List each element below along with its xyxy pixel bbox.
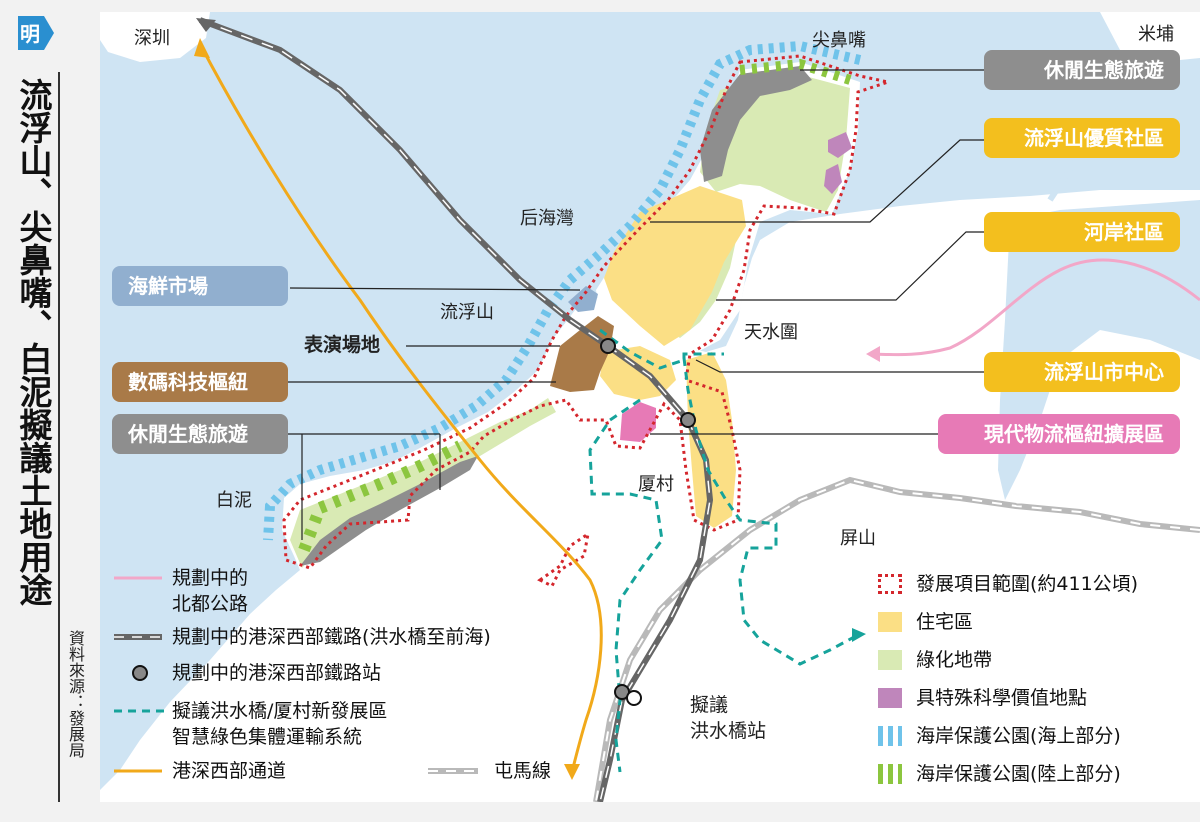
mai-po-land: [1100, 12, 1200, 62]
station-hung-shui-kiu-b[interactable]: [626, 690, 642, 706]
ssi-site-1: [828, 132, 852, 158]
legend-western-corridor: 港深西部通道: [172, 760, 287, 782]
legend-sz-rail-station: 規劃中的港深西部鐵路站: [172, 662, 382, 684]
legend-residential-swatch: [878, 612, 902, 632]
leader-seafood-market: [289, 287, 581, 291]
ssi-site-2: [824, 164, 842, 194]
place-hung-shui-kiu-station-line1: 擬議: [690, 694, 729, 716]
legend-northern-metro-road-line2: 北都公路: [172, 593, 249, 615]
northern-metro-arrow: [866, 346, 880, 362]
legend-boundary-swatch: [878, 574, 902, 594]
shenzhen-land: [100, 12, 210, 62]
ming-pao-logo-icon: 明: [14, 12, 56, 54]
logo-glyph: 明: [20, 22, 40, 46]
coastal-park-land-band-south: [298, 440, 463, 553]
tag-seafood-market: 海鮮市場: [112, 266, 288, 306]
legend-green-transport-line1: 擬議洪水橋/厦村新發展區: [172, 700, 388, 722]
tag-riverside-community: 河岸社區: [984, 212, 1180, 252]
eco-tourism-south-zone: [300, 456, 478, 566]
place-ping-shan: 屏山: [840, 528, 876, 549]
legend-residential: 住宅區: [916, 611, 974, 633]
tag-quality-community: 流浮山優質社區: [984, 118, 1180, 158]
green-transport-branch: [588, 398, 664, 773]
seafood-market-zone: [568, 286, 598, 312]
legend-left-symbols: [114, 576, 478, 774]
leader-lines: [286, 69, 990, 540]
legend-northern-metro-road-line1: 規劃中的: [172, 567, 249, 589]
residential-quality-community: [604, 186, 746, 346]
tag-eco-tourism-south: 休閒生態旅遊: [112, 414, 288, 454]
page-title: 流浮山、尖鼻嘴、白泥擬議土地用途: [14, 78, 53, 606]
leader-eco-south: [286, 433, 441, 540]
coastal-park-sea-band: [263, 40, 862, 541]
place-performance-venue: 表演場地: [304, 334, 381, 356]
place-hung-shui-kiu-station-line2: 洪水橋站: [690, 720, 767, 742]
place-tsim-bei-tsui: 尖鼻嘴: [812, 30, 866, 51]
logistics-hub-zone: [620, 402, 656, 442]
legend-tuen-ma-line-label: 屯馬線: [494, 760, 552, 782]
title-divider: [58, 72, 60, 802]
legend-coastal-park-land: 海岸保護公園(陸上部分): [916, 763, 1121, 785]
shenzhen-bay-corridor-arrow-top: [194, 38, 210, 58]
digital-hub-zone: [550, 316, 614, 392]
eco-tourism-north-zone: [700, 66, 812, 182]
station-ha-tsuen[interactable]: [680, 412, 696, 428]
residential-riverside: [686, 352, 736, 528]
tag-digital-hub: 數碼科技樞紐: [112, 362, 288, 402]
tuen-ma-line-inner: [595, 478, 1200, 802]
legend-ssi: 具特殊科學價值地點: [916, 687, 1088, 709]
legend-station-dot: [132, 665, 148, 681]
place-hau-hoi-wan: 后海灣: [520, 208, 574, 229]
tag-town-centre: 流浮山市中心: [984, 352, 1180, 392]
shenzhen-bay-corridor-arrow-bottom: [564, 764, 580, 780]
place-tin-shui-wai: 天水圍: [744, 322, 798, 343]
legend-green-transport-line2: 智慧綠色集體運輸系統: [172, 726, 363, 748]
place-mai-po: 米埔: [1138, 24, 1174, 45]
deep-bay-sea: [100, 12, 1200, 790]
legend-coastal-sea-swatch: [878, 726, 902, 746]
project-boundary-south: [537, 530, 591, 589]
green-transport-system: [599, 328, 857, 666]
green-transport-arrow: [852, 628, 866, 642]
place-ha-tsuen: 厦村: [638, 474, 674, 495]
place-lau-fau-shan: 流浮山: [440, 302, 494, 323]
legend-ssi-swatch: [878, 688, 902, 708]
legend-green-swatch: [878, 650, 902, 670]
coastal-park-land-band: [739, 58, 852, 85]
leader-riverside: [716, 231, 990, 301]
place-pak-nai: 白泥: [216, 490, 252, 511]
hk-sz-western-rail-inner: [199, 19, 711, 802]
hk-sz-western-rail-arrow: [196, 18, 216, 32]
legend-project-boundary: 發展項目範圍(約411公頃): [916, 573, 1139, 595]
source-note: 資料來源：發展局: [66, 630, 85, 758]
leader-quality-community: [650, 139, 990, 223]
tag-eco-tourism-north: 休閒生態旅遊: [984, 50, 1180, 90]
place-shenzhen: 深圳: [134, 28, 170, 49]
leader-town-centre: [695, 359, 984, 373]
legend-sz-rail: 規劃中的港深西部鐵路(洪水橋至前海): [172, 626, 491, 648]
station-lau-fau-shan[interactable]: [600, 338, 616, 354]
legend-coastal-land-swatch: [878, 764, 902, 784]
northern-metro-road: [869, 258, 1200, 357]
tag-logistics-hub: 現代物流樞紐擴展區: [938, 414, 1180, 454]
legend-green-belt: 綠化地帶: [916, 649, 993, 671]
legend-coastal-park-sea: 海岸保護公園(海上部分): [916, 725, 1121, 747]
shenzhen-bay-corridor: [198, 43, 603, 773]
